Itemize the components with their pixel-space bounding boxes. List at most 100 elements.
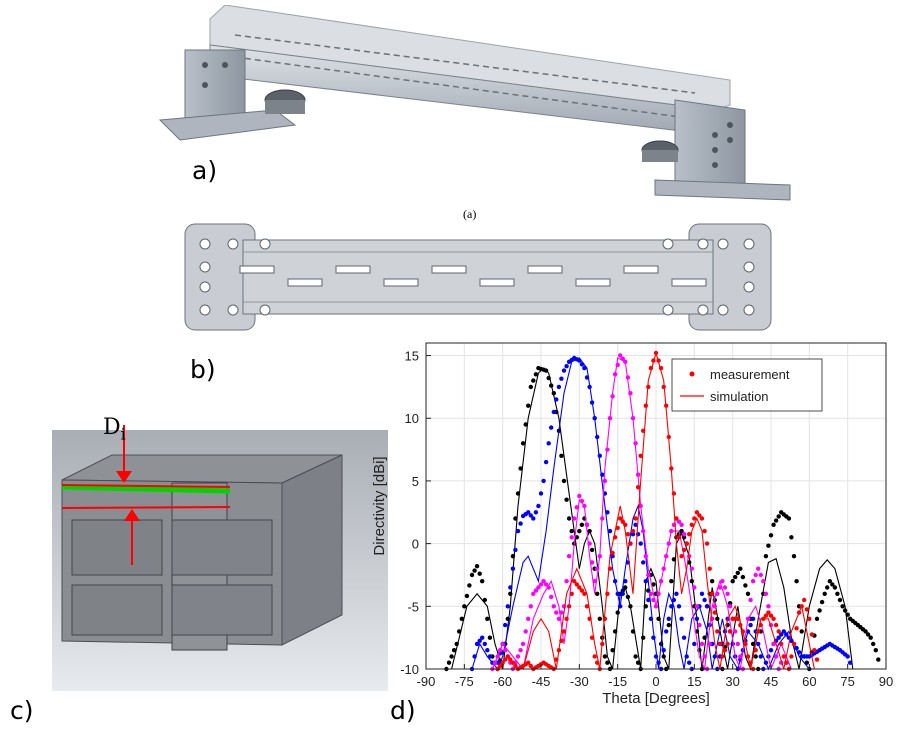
- y-tick-label: -5: [407, 599, 419, 614]
- measurement-point-3: [692, 516, 697, 521]
- measurement-point-1: [794, 645, 799, 651]
- measurement-point-1: [551, 409, 556, 415]
- measurement-point-3: [743, 641, 748, 647]
- measurement-point-1: [676, 604, 682, 609]
- x-tick-label: 75: [840, 674, 854, 689]
- measurement-point-1: [592, 416, 597, 421]
- measurement-point-0: [735, 570, 740, 576]
- measurement-point-3: [620, 519, 625, 524]
- measurement-point-3: [653, 350, 659, 356]
- measurement-point-0: [515, 491, 521, 496]
- measurement-point-1: [582, 365, 587, 371]
- measurement-point-3: [646, 384, 651, 390]
- measurement-point-3: [756, 629, 761, 634]
- measurement-point-3: [717, 641, 723, 647]
- measurement-point-1: [577, 358, 582, 363]
- measurement-point-0: [868, 635, 873, 640]
- di-subscript: i: [120, 424, 126, 444]
- panel-a-label: a): [192, 156, 218, 185]
- measurement-point-2: [592, 579, 597, 584]
- measurement-point-2: [694, 604, 700, 609]
- measurement-point-2: [679, 522, 684, 527]
- measurement-point-3: [710, 591, 715, 596]
- x-tick-label: 60: [802, 674, 816, 689]
- measurement-point-3: [809, 632, 815, 637]
- measurement-point-1: [510, 566, 516, 571]
- measurement-point-2: [666, 541, 671, 546]
- measurement-point-3: [776, 629, 781, 634]
- measurement-point-2: [538, 582, 544, 587]
- measurement-point-1: [664, 629, 669, 634]
- measurement-point-0: [635, 660, 641, 665]
- measurement-point-1: [597, 453, 602, 458]
- measurement-point-2: [699, 641, 705, 647]
- measurement-point-2: [653, 604, 659, 609]
- measurement-point-1: [531, 516, 536, 521]
- measurement-point-3: [679, 554, 684, 559]
- measurement-point-0: [457, 629, 462, 634]
- panel-c-label: c): [10, 696, 34, 725]
- measurement-point-3: [569, 591, 574, 596]
- measurement-point-2: [541, 579, 546, 584]
- measurement-point-0: [520, 441, 526, 446]
- measurement-point-1: [538, 491, 544, 496]
- measurement-point-1: [633, 522, 638, 527]
- measurement-point-3: [735, 616, 740, 621]
- measurement-point-3: [607, 566, 613, 571]
- measurement-point-3: [812, 648, 817, 653]
- measurement-point-1: [480, 635, 485, 640]
- measurement-point-1: [584, 375, 590, 380]
- measurement-point-3: [625, 532, 631, 537]
- measurement-point-2: [587, 541, 592, 546]
- measurement-point-3: [694, 510, 700, 515]
- measurement-point-2: [518, 648, 523, 653]
- measurement-point-3: [513, 663, 518, 669]
- measurement-point-1: [781, 629, 786, 634]
- measurement-point-3: [771, 616, 776, 621]
- measurement-point-3: [687, 532, 692, 537]
- measurement-point-3: [669, 466, 674, 471]
- measurement-point-3: [635, 485, 641, 490]
- measurement-point-3: [643, 403, 648, 408]
- measurement-point-3: [528, 663, 533, 669]
- measurement-point-3: [802, 597, 807, 603]
- measurement-point-2: [676, 519, 682, 524]
- measurement-point-2: [771, 641, 776, 647]
- measurement-point-1: [482, 641, 487, 647]
- measurement-point-0: [508, 591, 513, 596]
- measurement-point-0: [549, 383, 554, 388]
- measurement-point-2: [651, 597, 656, 603]
- measurement-point-0: [518, 466, 523, 471]
- measurement-point-2: [712, 604, 717, 609]
- measurement-point-1: [653, 654, 659, 659]
- measurement-point-0: [531, 378, 536, 383]
- x-tick-label: -60: [493, 674, 512, 689]
- panel-a-3d-model: [158, 5, 791, 201]
- measurement-point-3: [661, 384, 666, 390]
- measurement-point-0: [876, 657, 881, 662]
- measurement-point-0: [771, 522, 776, 527]
- measurement-point-2: [495, 654, 500, 659]
- measurement-point-0: [451, 648, 457, 653]
- measurement-point-3: [610, 550, 615, 556]
- measurement-point-2: [715, 591, 720, 596]
- measurement-point-1: [556, 384, 562, 390]
- measurement-point-3: [605, 591, 610, 596]
- measurement-point-1: [763, 660, 769, 665]
- measurement-point-0: [730, 579, 735, 584]
- measurement-point-2: [500, 641, 505, 647]
- measurement-point-2: [733, 629, 738, 634]
- measurement-point-3: [595, 660, 600, 665]
- x-axis-label: Theta [Degrees]: [602, 690, 710, 707]
- measurement-point-3: [574, 582, 579, 587]
- measurement-point-1: [694, 616, 700, 621]
- measurement-point-2: [773, 654, 779, 659]
- measurement-point-0: [738, 566, 743, 571]
- measurement-point-0: [671, 557, 677, 562]
- measurement-point-3: [510, 660, 516, 665]
- measurement-point-1: [845, 654, 850, 659]
- measurement-point-0: [715, 616, 720, 621]
- measurement-point-0: [469, 572, 475, 578]
- measurement-point-1: [503, 622, 508, 628]
- measurement-point-3: [656, 358, 661, 363]
